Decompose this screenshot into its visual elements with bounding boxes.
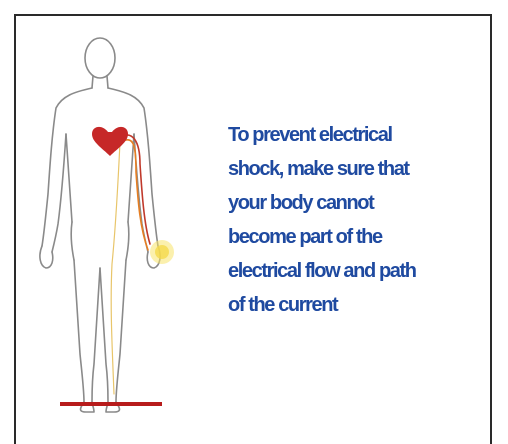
- message-line: electrical flow and path: [228, 254, 483, 288]
- message-line: of the current: [228, 288, 483, 322]
- message-line: shock, make sure that: [228, 152, 483, 186]
- message-line: become part of the: [228, 220, 483, 254]
- ground-line: [60, 402, 162, 406]
- spark-icon: [150, 240, 174, 264]
- human-body-figure: [22, 24, 198, 420]
- message-line: To prevent electrical: [228, 118, 483, 152]
- message-line: your body cannot: [228, 186, 483, 220]
- safety-message: To prevent electrical shock, make sure t…: [228, 118, 483, 322]
- heart-icon: [92, 127, 128, 156]
